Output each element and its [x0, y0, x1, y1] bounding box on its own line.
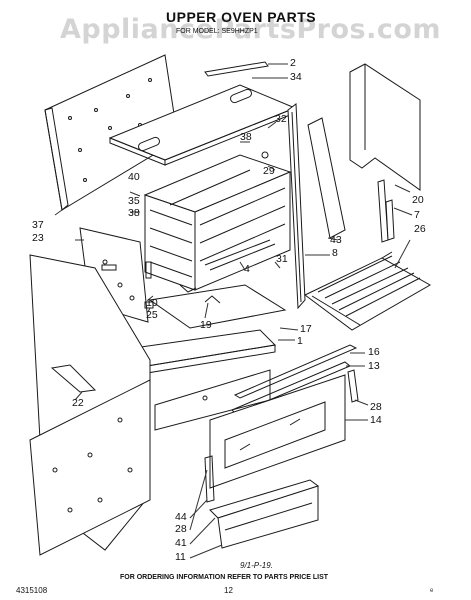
callout-label: 23 [32, 232, 44, 244]
callout-label: 32 [275, 113, 287, 125]
document-number: 4315108 [16, 586, 48, 595]
callout-label: 17 [300, 323, 312, 335]
callout-label: 31 [276, 253, 288, 265]
callout-label: 28 [370, 401, 382, 413]
callout-label: 10 [146, 297, 158, 309]
handwritten-note: 9/1-P-19. [240, 561, 273, 570]
door-handle-strip [205, 456, 214, 502]
callout-label: 8 [332, 247, 338, 259]
callout-label: 38 [240, 131, 252, 143]
callout-label: 44 [175, 511, 187, 523]
callout-label: 37 [32, 219, 44, 231]
callout-label: 35 [128, 195, 140, 207]
callout-label: 19 [200, 319, 212, 331]
callout-label: 13 [368, 360, 380, 372]
callout-label: 16 [368, 346, 380, 358]
callout-label: 1 [297, 335, 303, 347]
oven-cavity [145, 152, 290, 290]
front-frame-strip [288, 104, 305, 308]
callout-label: 41 [175, 537, 187, 549]
front-panel-large [30, 380, 150, 555]
callout-label: 40 [128, 171, 140, 183]
callout-label: 11 [175, 551, 186, 563]
callout-label: 14 [370, 414, 382, 426]
door-side-strip [348, 370, 358, 402]
model-line: FOR MODEL: SE9HHZP1 [176, 28, 258, 35]
callout-label: 20 [412, 194, 424, 206]
door-glass-panel [210, 375, 345, 488]
oven-rack [305, 252, 430, 330]
side-panel-right [350, 64, 420, 190]
ordering-note: FOR ORDERING INFORMATION REFER TO PARTS … [120, 574, 329, 581]
callout-label: 2 [290, 57, 296, 69]
door-bottom-trim [210, 480, 318, 548]
callout-label: 4 [244, 263, 250, 275]
callout-label: 26 [414, 223, 426, 235]
callout-label: 29 [263, 165, 275, 177]
callout-label: 25 [146, 309, 158, 321]
vertical-strips [378, 180, 394, 242]
callout-label: 28 [175, 523, 187, 535]
small-mark: e [430, 588, 434, 594]
insulation-pad [308, 118, 345, 238]
callout-label: 22 [72, 397, 84, 409]
cavity-bottom-plate [150, 285, 285, 328]
page-number: 12 [224, 586, 233, 595]
watermark: AppliancePartsPros.com [60, 14, 442, 45]
callout-label: 43 [330, 234, 342, 246]
top-trim-strip [205, 62, 268, 76]
callout-label: 34 [290, 71, 302, 83]
callout-label: 7 [414, 209, 420, 221]
callout-label: 38 [128, 207, 140, 219]
leader-lines [55, 64, 412, 558]
diagram-title: UPPER OVEN PARTS [166, 9, 317, 25]
small-brackets [145, 262, 196, 308]
